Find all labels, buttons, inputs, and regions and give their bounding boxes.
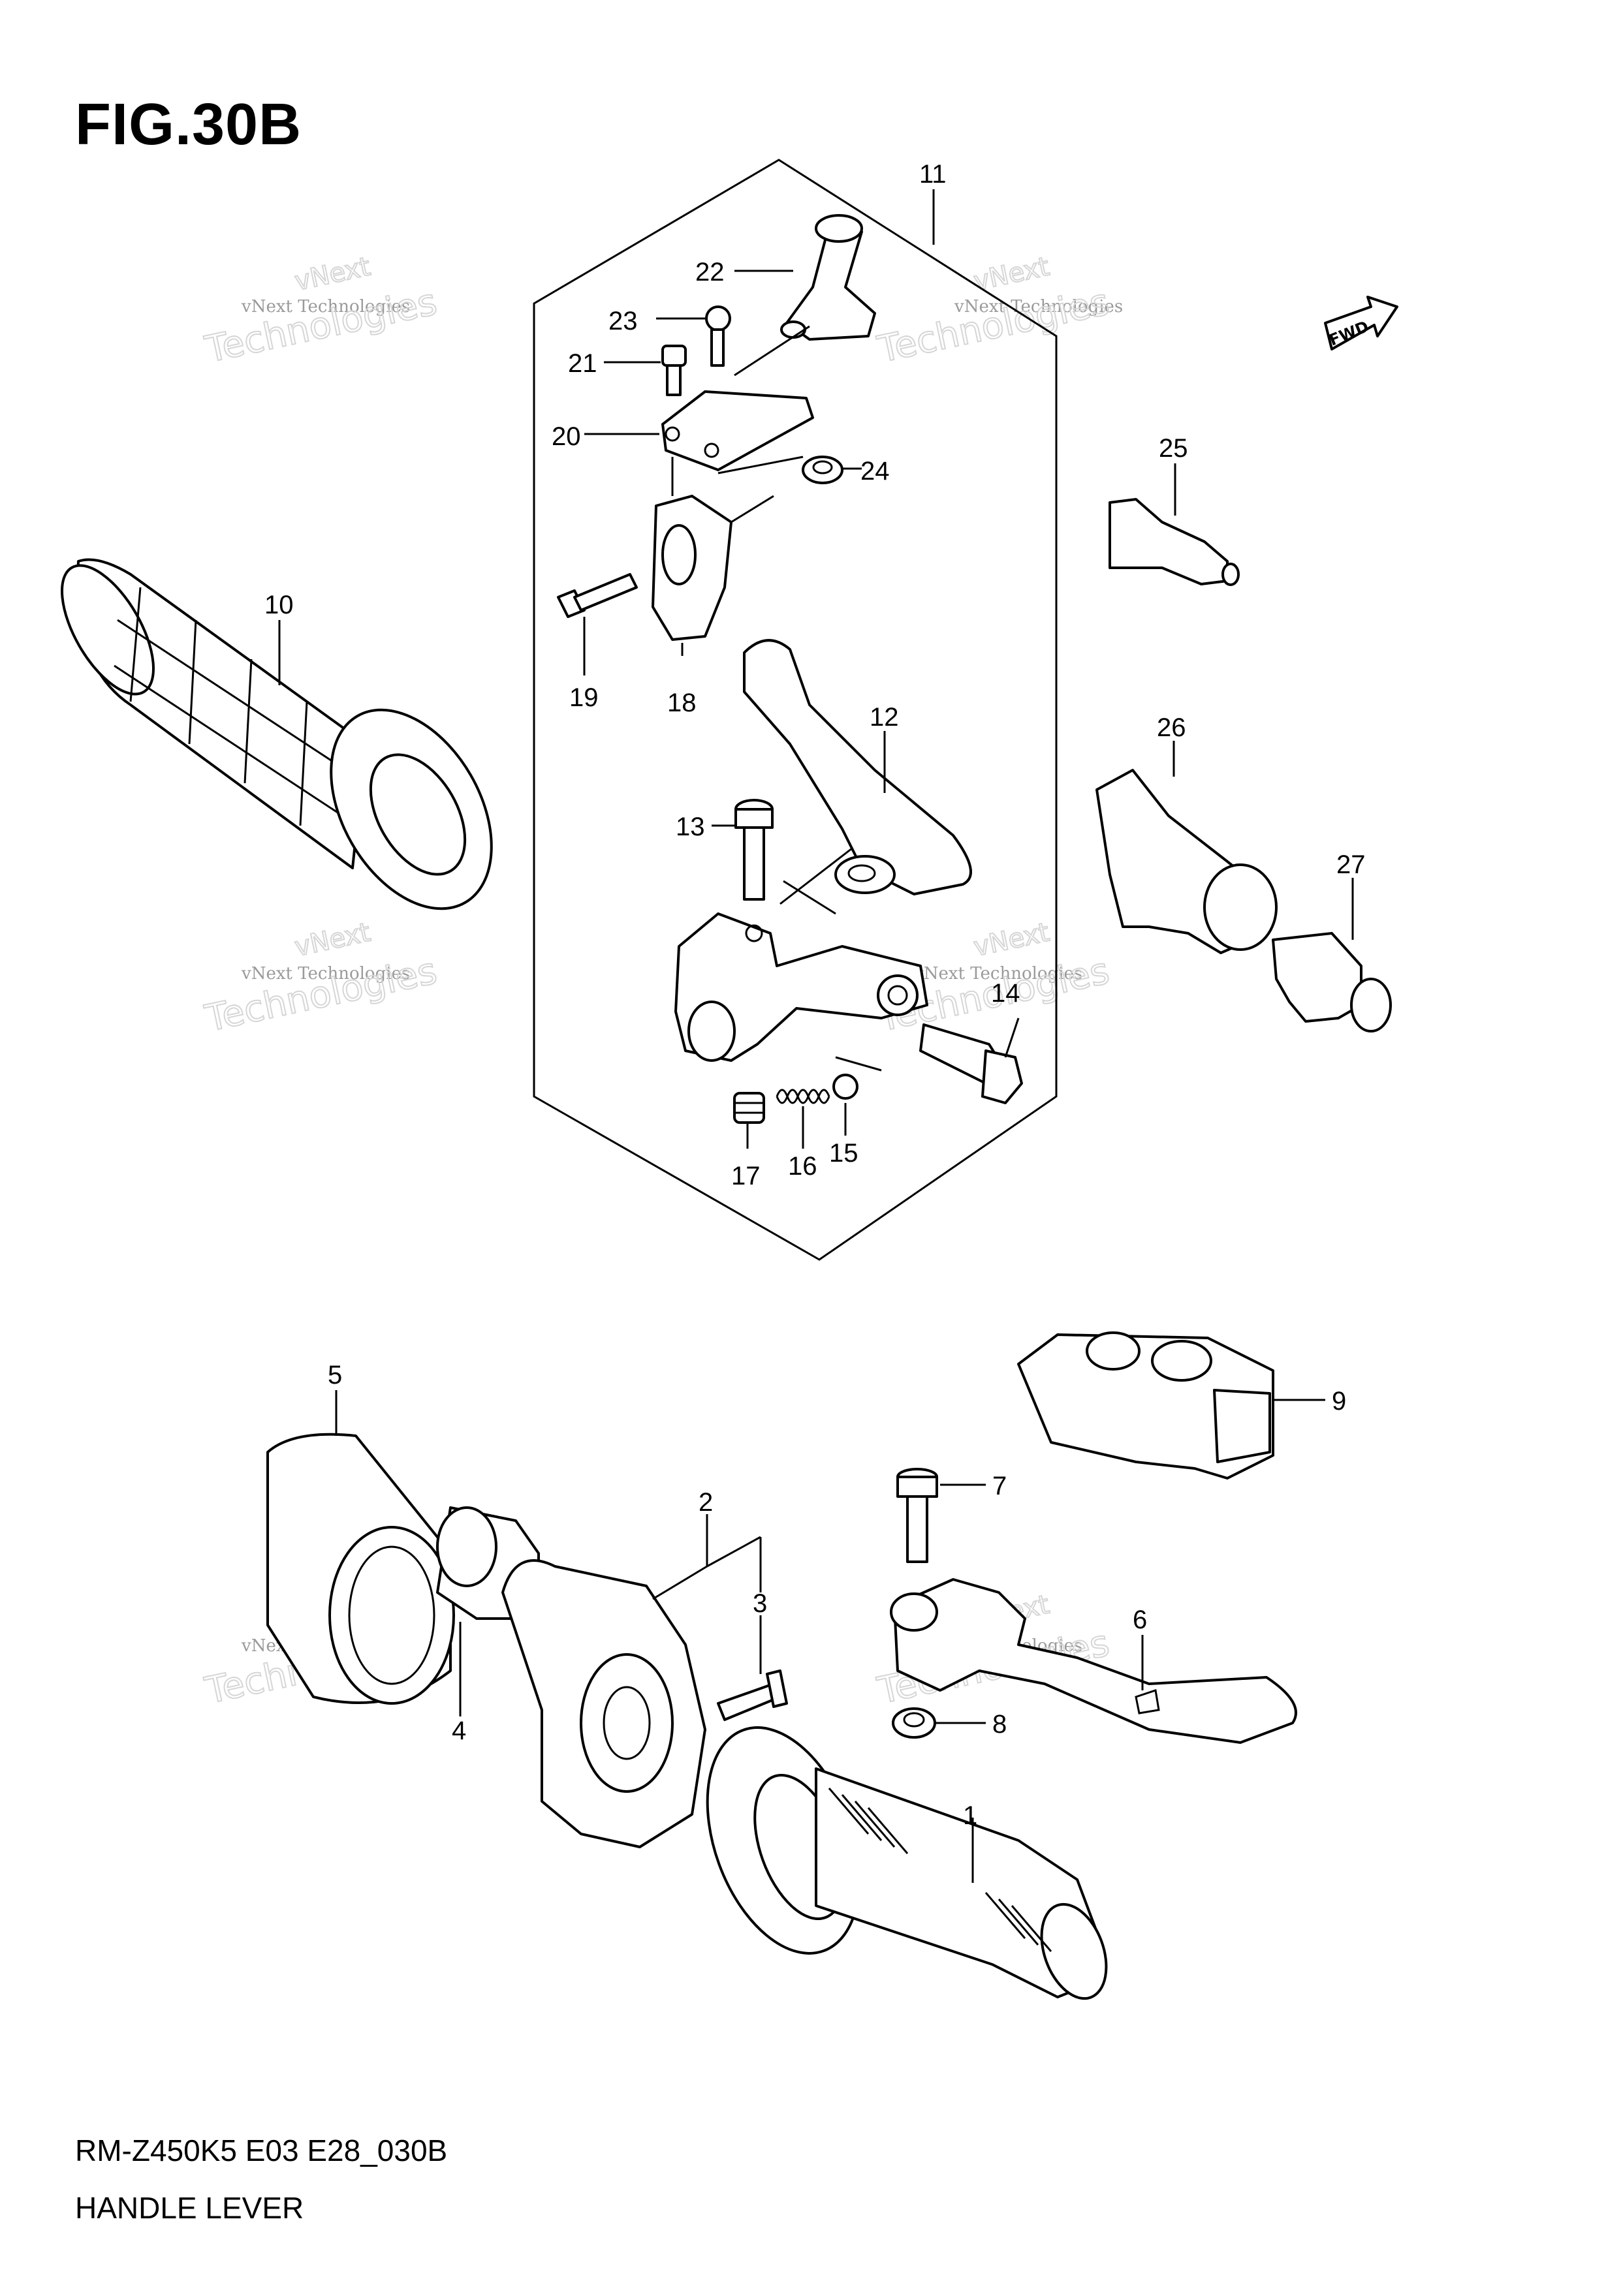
part-16-spring — [776, 1089, 830, 1149]
part-7-pivot-bolt — [896, 1468, 986, 1563]
callout-4: 4 — [452, 1716, 466, 1745]
watermark: vNext vNext Technologies Technologies — [873, 251, 1123, 371]
callout-10: 10 — [264, 591, 294, 619]
diagram-name: HANDLE LEVER — [75, 2191, 304, 2225]
callout-24: 24 — [860, 457, 890, 486]
part-9-switch-housing — [1017, 1331, 1325, 1480]
callout-13: 13 — [676, 813, 705, 841]
part-5-throttle-cover — [266, 1390, 455, 1705]
callout-6: 6 — [1133, 1606, 1147, 1634]
callout-1: 1 — [963, 1801, 977, 1830]
callout-18: 18 — [667, 689, 697, 717]
callout-14: 14 — [991, 979, 1020, 1008]
svg-text:vNext Technologies: vNext Technologies — [913, 964, 1082, 984]
part-19-bolt — [557, 573, 638, 675]
part-21-bolt — [604, 345, 687, 396]
part-15-ball — [832, 1074, 858, 1136]
fwd-arrow-icon: FWD — [1324, 296, 1398, 350]
callout-25: 25 — [1159, 434, 1188, 463]
watermark: vNext vNext Technologies Technologies — [200, 916, 441, 1040]
part-26-cover — [1095, 741, 1278, 954]
callout-3: 3 — [753, 1589, 767, 1618]
callout-27: 27 — [1336, 850, 1366, 879]
part-12-clutch-lever — [743, 639, 972, 905]
part-2-throttle-housing — [501, 1514, 762, 1848]
callout-12: 12 — [870, 703, 899, 732]
part-1-right-grip — [706, 1726, 1108, 2000]
part-14-adjuster — [919, 1017, 1023, 1104]
svg-text:vNext: vNext — [292, 251, 373, 296]
figure-title: FIG.30B — [75, 92, 302, 157]
svg-text:vNext Technologies: vNext Technologies — [954, 297, 1123, 317]
callout-16: 16 — [788, 1152, 817, 1181]
part-23-screw — [656, 305, 731, 367]
part-8-nut — [892, 1707, 986, 1739]
part-20-clamp-top — [584, 390, 814, 474]
callout-2: 2 — [699, 1488, 713, 1517]
part-13-bolt — [712, 799, 774, 901]
callout-5: 5 — [328, 1361, 342, 1389]
callout-22: 22 — [695, 258, 725, 287]
callout-9: 9 — [1332, 1387, 1346, 1416]
watermark: vNext vNext Technologies Technologies — [200, 251, 441, 371]
part-10-left-grip — [61, 558, 493, 910]
assembly-outline — [533, 159, 1058, 1261]
model-code: RM-Z450K5 E03 E28_030B — [75, 2133, 448, 2167]
callout-20: 20 — [552, 422, 581, 451]
callout-19: 19 — [569, 683, 599, 712]
callout-11: 11 — [919, 160, 947, 189]
part-17-pin — [733, 1092, 765, 1149]
callout-26: 26 — [1157, 713, 1186, 742]
callout-21: 21 — [568, 349, 597, 378]
callout-15: 15 — [829, 1139, 858, 1168]
callout-labels: 1 2 3 4 5 6 7 8 9 10 11 12 13 14 15 16 1… — [264, 160, 1366, 1830]
callout-8: 8 — [992, 1710, 1007, 1739]
callout-23: 23 — [608, 307, 638, 335]
part-6-brake-lever — [890, 1578, 1297, 1744]
callout-17: 17 — [731, 1162, 761, 1190]
part-18-clamp-body — [652, 457, 774, 656]
part-perch-body — [674, 880, 928, 1072]
svg-text:Technologies: Technologies — [873, 281, 1112, 371]
part-27-adjuster-nut — [1272, 878, 1392, 1032]
svg-text:vNext: vNext — [292, 917, 373, 962]
svg-text:vNext Technologies: vNext Technologies — [241, 964, 410, 984]
svg-text:vNext: vNext — [971, 917, 1052, 962]
part-25-boot — [1109, 463, 1240, 586]
svg-text:Technologies: Technologies — [201, 281, 440, 371]
callout-7: 7 — [992, 1472, 1007, 1500]
part-24-nut — [802, 456, 862, 484]
svg-text:vNext Technologies: vNext Technologies — [241, 297, 410, 317]
part-3-screw — [717, 1615, 788, 1721]
part-22-perch-top — [734, 214, 876, 377]
